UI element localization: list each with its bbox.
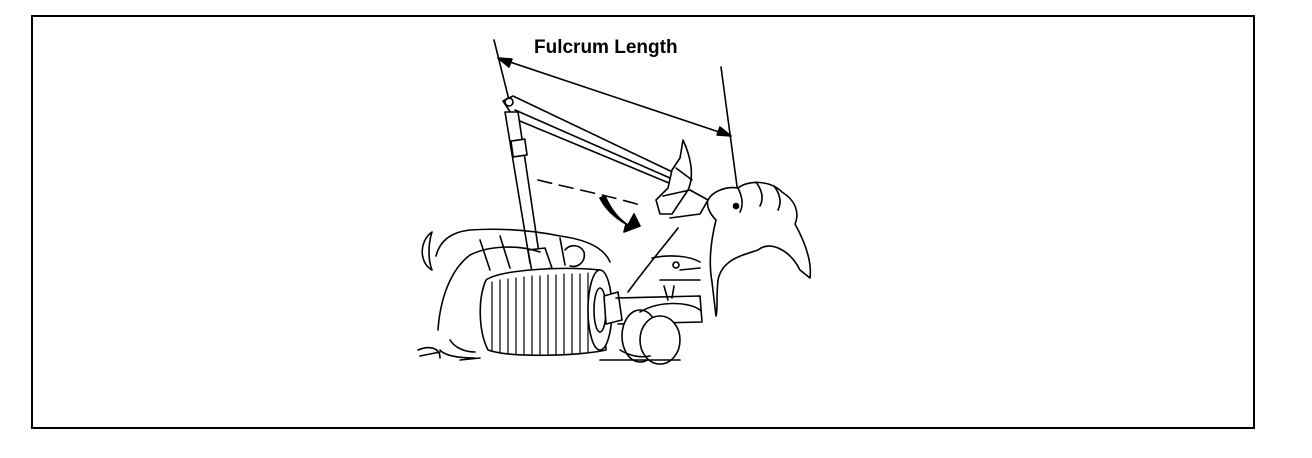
fulcrum-length-label: Fulcrum Length: [534, 37, 678, 58]
rotation-arrow: [599, 195, 641, 233]
hand: [706, 181, 812, 317]
fulcrum-dimension-line: [497, 57, 732, 137]
dimension-extension-left: [493, 39, 511, 105]
motion-path: [537, 179, 641, 206]
engine-body: [417, 227, 703, 365]
wrench-shaft: [504, 111, 553, 273]
